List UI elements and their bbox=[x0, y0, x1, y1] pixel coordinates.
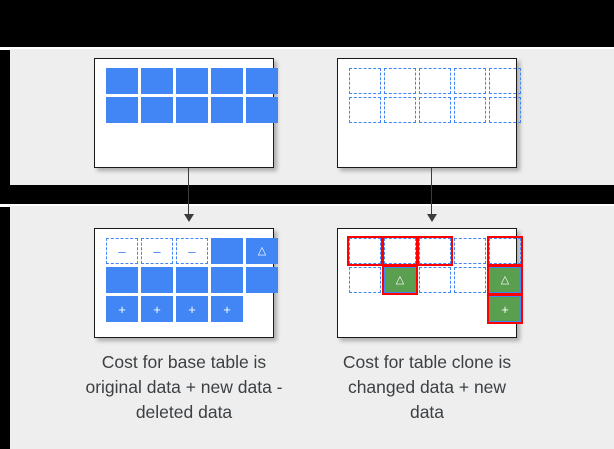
arrow-head-clone bbox=[427, 214, 437, 222]
arrow-head-base bbox=[184, 214, 194, 222]
cell-changed: △ bbox=[487, 265, 523, 295]
cell-dashed bbox=[454, 97, 486, 123]
plus-icon: + bbox=[188, 301, 196, 317]
cell-dashed bbox=[489, 68, 521, 94]
clone-table-caption: Cost for table clone is changed data + n… bbox=[342, 352, 512, 422]
cell-filled bbox=[211, 68, 243, 94]
bottom-clone-table-card: △ △ + bbox=[337, 228, 523, 338]
minus-icon: – bbox=[188, 243, 196, 259]
cell-filled bbox=[246, 267, 278, 293]
plus-icon: + bbox=[153, 301, 161, 317]
cell-dashed bbox=[419, 97, 451, 123]
cell-referenced bbox=[347, 236, 383, 266]
cell-filled bbox=[176, 267, 208, 293]
cell-filled bbox=[211, 97, 243, 123]
cell-new: + bbox=[141, 296, 173, 322]
cell-new: + bbox=[211, 296, 243, 322]
plus-icon: + bbox=[223, 301, 231, 317]
arrow-line-clone bbox=[431, 168, 433, 216]
cell-dashed bbox=[454, 68, 486, 94]
cell-filled bbox=[106, 267, 138, 293]
cell-filled bbox=[141, 267, 173, 293]
cell-dashed bbox=[384, 68, 416, 94]
cell-filled bbox=[246, 97, 278, 123]
cell-deleted: – bbox=[141, 238, 173, 264]
cell-empty bbox=[384, 296, 416, 322]
triangle-icon: △ bbox=[500, 273, 510, 286]
cell-new: + bbox=[487, 294, 523, 324]
cell-referenced bbox=[487, 236, 523, 266]
plus-icon: + bbox=[118, 301, 126, 317]
cell-dashed bbox=[384, 97, 416, 123]
triangle-icon: △ bbox=[395, 273, 405, 286]
top-letterbox-band bbox=[0, 0, 614, 47]
cell-deleted: – bbox=[176, 238, 208, 264]
cell-empty bbox=[419, 296, 451, 322]
cell-new: + bbox=[176, 296, 208, 322]
cell-dashed bbox=[489, 97, 521, 123]
top-base-table-grid bbox=[106, 68, 278, 123]
cell-filled bbox=[176, 97, 208, 123]
cell-dashed bbox=[349, 97, 381, 123]
cell-changed: △ bbox=[246, 238, 278, 264]
bottom-clone-table-grid: △ △ + bbox=[347, 236, 523, 324]
plus-icon: + bbox=[501, 301, 509, 317]
cell-empty bbox=[246, 296, 278, 322]
cell-referenced bbox=[382, 236, 418, 266]
arrow-line-base bbox=[188, 168, 190, 216]
minus-icon: – bbox=[153, 243, 161, 259]
cell-filled bbox=[211, 267, 243, 293]
cell-empty bbox=[349, 296, 381, 322]
cell-filled bbox=[176, 68, 208, 94]
cell-dashed bbox=[349, 267, 381, 293]
cell-filled bbox=[211, 238, 243, 264]
panel-gap-bottom bbox=[0, 204, 614, 207]
base-table-caption: Cost for base table is original data + n… bbox=[85, 352, 283, 422]
cell-deleted: – bbox=[106, 238, 138, 264]
cell-empty bbox=[454, 296, 486, 322]
bottom-base-table-card: – – – △ + + + + bbox=[94, 228, 278, 338]
cell-dashed bbox=[349, 68, 381, 94]
top-clone-table-grid bbox=[349, 68, 521, 123]
bottom-base-table-grid: – – – △ + + + + bbox=[106, 238, 278, 322]
cell-new: + bbox=[106, 296, 138, 322]
cell-dashed bbox=[419, 267, 451, 293]
cell-filled bbox=[141, 68, 173, 94]
cell-filled bbox=[106, 97, 138, 123]
cell-changed: △ bbox=[382, 265, 418, 295]
top-base-table-card bbox=[94, 58, 278, 168]
top-clone-table-card bbox=[337, 58, 521, 168]
cell-referenced bbox=[417, 236, 453, 266]
minus-icon: – bbox=[118, 243, 126, 259]
cell-dashed bbox=[419, 68, 451, 94]
cell-dashed bbox=[454, 267, 486, 293]
middle-letterbox-band bbox=[0, 185, 614, 204]
cell-filled bbox=[106, 68, 138, 94]
cell-dashed bbox=[454, 238, 486, 264]
triangle-icon: △ bbox=[257, 244, 267, 257]
cell-filled bbox=[246, 68, 278, 94]
panel-gap-top bbox=[0, 47, 614, 50]
cell-filled bbox=[141, 97, 173, 123]
